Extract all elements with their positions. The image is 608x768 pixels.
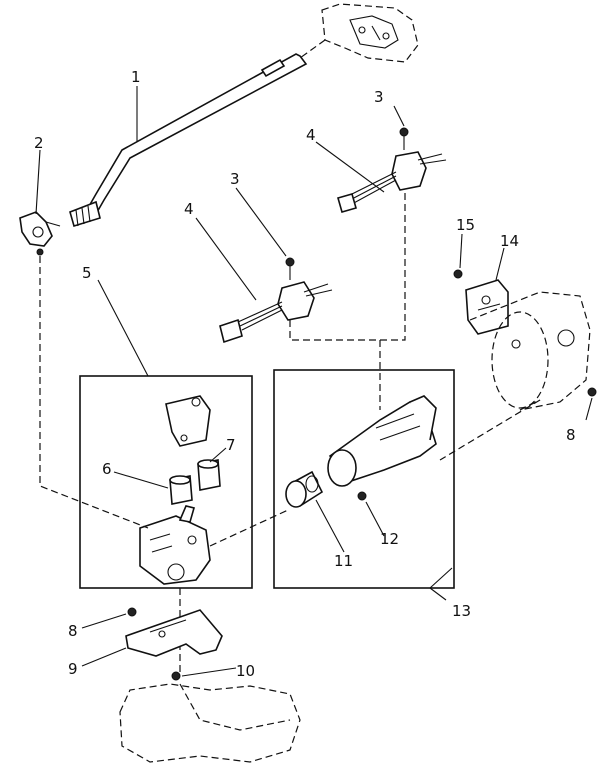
part-9-bracket xyxy=(125,609,223,657)
callout-3-upper: 3 xyxy=(374,88,384,106)
part-12-screw xyxy=(357,491,367,501)
burner-assembly-box xyxy=(273,369,455,589)
callout-13: 13 xyxy=(452,602,471,620)
callout-2: 2 xyxy=(34,134,44,152)
valve-bracket xyxy=(165,395,211,447)
bottom-base-outline xyxy=(119,683,301,763)
part-3-screw-lower xyxy=(285,257,295,280)
callout-9: 9 xyxy=(68,660,78,678)
gas-valve-body xyxy=(139,505,211,585)
part-8-screw-left xyxy=(127,607,137,617)
burner-tube xyxy=(327,395,437,487)
part-2-fitting xyxy=(19,211,61,256)
callout-5: 5 xyxy=(82,264,92,282)
leader-lines xyxy=(35,86,593,677)
valve-assembly-box xyxy=(79,375,253,589)
part-10-screw xyxy=(171,671,181,681)
part-8-screw-right xyxy=(587,387,597,397)
burner-housing xyxy=(439,291,591,461)
part-15-screw xyxy=(453,269,463,279)
callout-10: 10 xyxy=(236,662,255,680)
callout-11: 11 xyxy=(334,552,353,570)
callout-4-lower: 4 xyxy=(184,200,194,218)
callout-8-right: 8 xyxy=(566,426,576,444)
part-14-bracket xyxy=(465,279,509,335)
part-6-coil xyxy=(169,475,193,505)
callout-8-left: 8 xyxy=(68,622,78,640)
callout-4-upper: 4 xyxy=(306,126,316,144)
callout-12: 12 xyxy=(380,530,399,548)
part-4-switch-lower xyxy=(219,281,333,344)
callout-3-lower: 3 xyxy=(230,170,240,188)
callout-15: 15 xyxy=(456,216,475,234)
part-4-switch-upper xyxy=(337,151,447,213)
callout-14: 14 xyxy=(500,232,519,250)
part-3-screw-upper xyxy=(399,127,409,150)
top-mount-bracket xyxy=(299,3,419,63)
callout-7: 7 xyxy=(226,436,236,454)
callout-1: 1 xyxy=(131,68,141,86)
part-1-gas-tube xyxy=(69,53,308,228)
part-7-coil xyxy=(197,459,221,491)
part-11-air-shutter xyxy=(285,470,324,508)
callout-6: 6 xyxy=(102,460,112,478)
